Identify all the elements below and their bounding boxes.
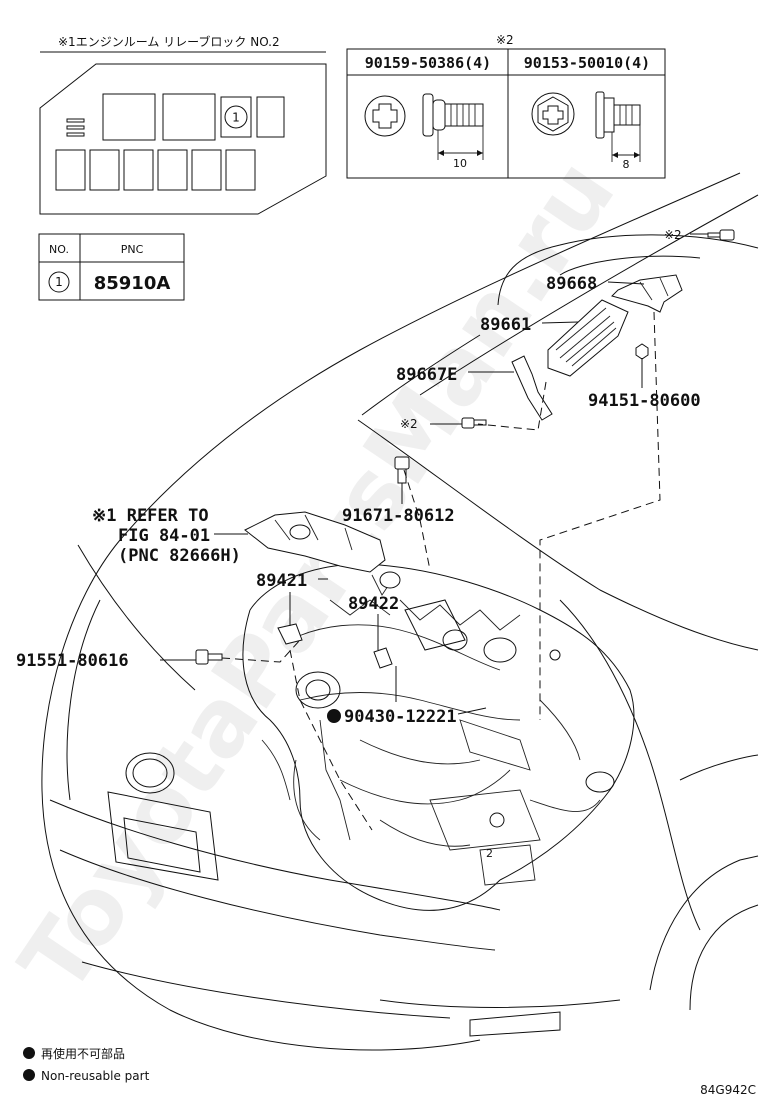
hex-bolt-icon — [531, 91, 641, 162]
figure-code: 84G942C — [700, 1083, 756, 1097]
bolt-91671-icon — [394, 456, 410, 484]
callout-89421: 89421 — [256, 571, 307, 591]
callout-91551-80616: 91551-80616 — [16, 651, 129, 671]
relay-slot — [102, 93, 156, 141]
callout-mark-top: ※2 — [664, 228, 682, 242]
fastener-dim-2: 8 — [623, 158, 630, 171]
fuse-slot — [55, 149, 86, 191]
harness-bracket — [244, 511, 401, 589]
refer-line-2: FIG 84-01 — [118, 526, 210, 546]
fastener-table: ※2 90159-50386(4) 90153-50010(4) 10 — [346, 33, 666, 179]
pnc-table: NO. PNC 1 85910A — [38, 233, 185, 301]
relay-slot — [162, 93, 216, 141]
relay-slot — [256, 96, 285, 138]
relay-block-title: ※1エンジンルーム リレーブロック NO.2 — [58, 34, 280, 49]
legend-dot-icon — [23, 1047, 35, 1059]
legend-en: Non-reusable part — [41, 1069, 150, 1083]
callout-90430-12221: 90430-12221 — [344, 707, 457, 727]
legend: 再使用不可部品 Non-reusable part — [23, 1046, 150, 1083]
leader-lines — [160, 233, 708, 715]
pnc-header-no: NO. — [49, 243, 69, 256]
dashed-guides — [221, 311, 661, 831]
legend-ja: 再使用不可部品 — [41, 1046, 125, 1061]
svg-text:1: 1 — [232, 111, 240, 125]
fastener-part-1: 90159-50386(4) — [365, 54, 491, 72]
bolt-91551-icon — [195, 649, 223, 665]
fuse-slot — [89, 149, 120, 191]
pnc-row-value: 85910A — [94, 273, 171, 294]
refer-line-1: ※1 REFER TO — [92, 506, 209, 526]
bolt-icon — [707, 229, 735, 241]
car-body-outline — [41, 172, 759, 1051]
callout-mark-mid: ※2 — [400, 417, 418, 431]
relay-slot-1 — [220, 96, 252, 138]
relay-slot-marker — [224, 105, 248, 129]
callout-91671-80612: 91671-80612 — [342, 506, 455, 526]
fastener-dim-1: 10 — [453, 157, 467, 170]
nut-94151-icon — [635, 343, 649, 360]
refer-line-3: (PNC 82666H) — [118, 546, 241, 566]
callout-89668: 89668 — [546, 274, 597, 294]
non-reusable-dot-icon — [327, 709, 341, 723]
fuse-slot — [191, 149, 222, 191]
callout-89661: 89661 — [480, 315, 531, 335]
pnc-row-marker — [48, 271, 70, 293]
phillips-screw-icon — [364, 93, 484, 160]
part-89667e-bracket — [511, 355, 553, 421]
bolt-icon — [461, 417, 487, 429]
fastener-part-2: 90153-50010(4) — [524, 54, 650, 72]
callout-94151-80600: 94151-80600 — [588, 391, 701, 411]
part-89668-bracket — [611, 274, 683, 313]
relay-block-panel: ※1エンジンルーム リレーブロック NO.2 1 — [39, 34, 327, 215]
fuse-slot — [123, 149, 154, 191]
part-89422-sensor — [373, 647, 393, 669]
fastener-table-mark: ※2 — [496, 33, 514, 47]
fuse-slot — [157, 149, 188, 191]
pnc-header-pnc: PNC — [121, 243, 144, 256]
engine-mark: 2 — [486, 847, 493, 860]
legend-dot-icon — [23, 1069, 35, 1081]
part-89661-ecu — [547, 299, 629, 377]
callout-89667e: 89667E — [396, 365, 457, 385]
callout-89422: 89422 — [348, 594, 399, 614]
pnc-row-no: 1 — [55, 275, 63, 289]
fuse-slot — [225, 149, 256, 191]
